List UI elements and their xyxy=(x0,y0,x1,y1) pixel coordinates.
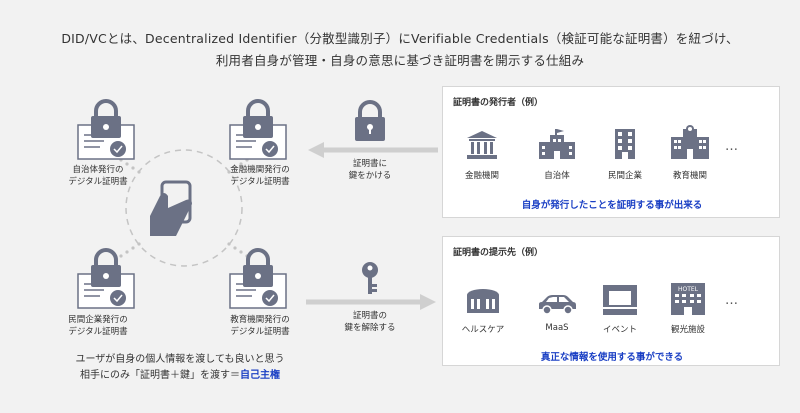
issuers-more: … xyxy=(725,139,738,154)
svg-text:HOTEL: HOTEL xyxy=(678,286,699,293)
recipients-more: … xyxy=(725,293,738,308)
certificate-lock-icon xyxy=(77,99,135,160)
issuers-panel: 証明書の発行者（例） … 金融機関 自治体 民間企業 教育機関 自身が発行したこ… xyxy=(442,86,780,218)
car-icon xyxy=(539,295,576,315)
municipal-building-icon xyxy=(539,129,575,159)
key-icon xyxy=(362,262,378,294)
phone-hand-icon xyxy=(150,180,192,236)
lock-icon xyxy=(358,100,382,118)
recipients-panel-title: 証明書の提示先（例） xyxy=(453,248,544,258)
recipient-label-event: イベント xyxy=(602,325,637,335)
recipient-label-tourism: 観光施設 xyxy=(670,325,705,335)
healthcare-building-icon xyxy=(467,289,499,313)
key-arrow-label: 証明書の 鍵を解除する xyxy=(344,311,396,333)
issuer-label-bank: 金融機関 xyxy=(464,171,499,181)
school-building-icon xyxy=(671,125,709,159)
self-sovereignty-statement: ユーザが自身の個人情報を渡しても良いと思う 相手にのみ「証明書＋鍵」を渡す＝自己… xyxy=(75,354,285,381)
issuer-label-municipality: 自治体 xyxy=(544,171,570,181)
certificate-lock-icon xyxy=(229,248,287,309)
lock-arrow-label: 証明書に 鍵をかける xyxy=(348,159,392,181)
recipient-label-maas: MaaS xyxy=(545,323,569,333)
recipients-caption: 真正な情報を使用する事ができる xyxy=(540,352,684,363)
self-sovereignty-emphasis: 自己主権 xyxy=(240,370,280,381)
hotel-building-icon: HOTEL xyxy=(671,283,705,315)
certificate-label-education: 教育機関発行の デジタル証明書 xyxy=(230,315,290,337)
title-line-1: DID/VCとは、Decentralized Identifier（分散型識別子… xyxy=(61,31,739,46)
issuer-label-education: 教育機関 xyxy=(672,171,707,181)
dashed-circle xyxy=(125,149,243,267)
bank-icon xyxy=(467,131,497,159)
certificate-label-private: 民間企業発行の デジタル証明書 xyxy=(68,315,128,337)
title-line-2: 利用者自身が管理・自身の意思に基づき証明書を開示する仕組み xyxy=(215,53,585,68)
issuers-panel-title: 証明書の発行者（例） xyxy=(453,98,544,108)
certificate-label-municipality: 自治体発行の デジタル証明書 xyxy=(68,165,128,187)
issuer-label-private: 民間企業 xyxy=(607,171,642,181)
certificate-lock-icon xyxy=(229,99,287,160)
certificate-label-financial: 金融機関発行の デジタル証明書 xyxy=(230,165,290,187)
key-arrow xyxy=(306,262,436,310)
recipient-label-healthcare: ヘルスケア xyxy=(461,325,505,335)
certificate-lock-icon xyxy=(77,248,135,309)
lock-arrow xyxy=(308,100,438,158)
issuers-caption: 自身が発行したことを証明する事が出来る xyxy=(521,200,703,211)
recipients-panel: 証明書の提示先（例） HOTEL … ヘルスケア MaaS イベント 観光施設 … xyxy=(442,236,780,366)
office-building-icon xyxy=(615,129,635,159)
event-stage-icon xyxy=(603,285,637,315)
